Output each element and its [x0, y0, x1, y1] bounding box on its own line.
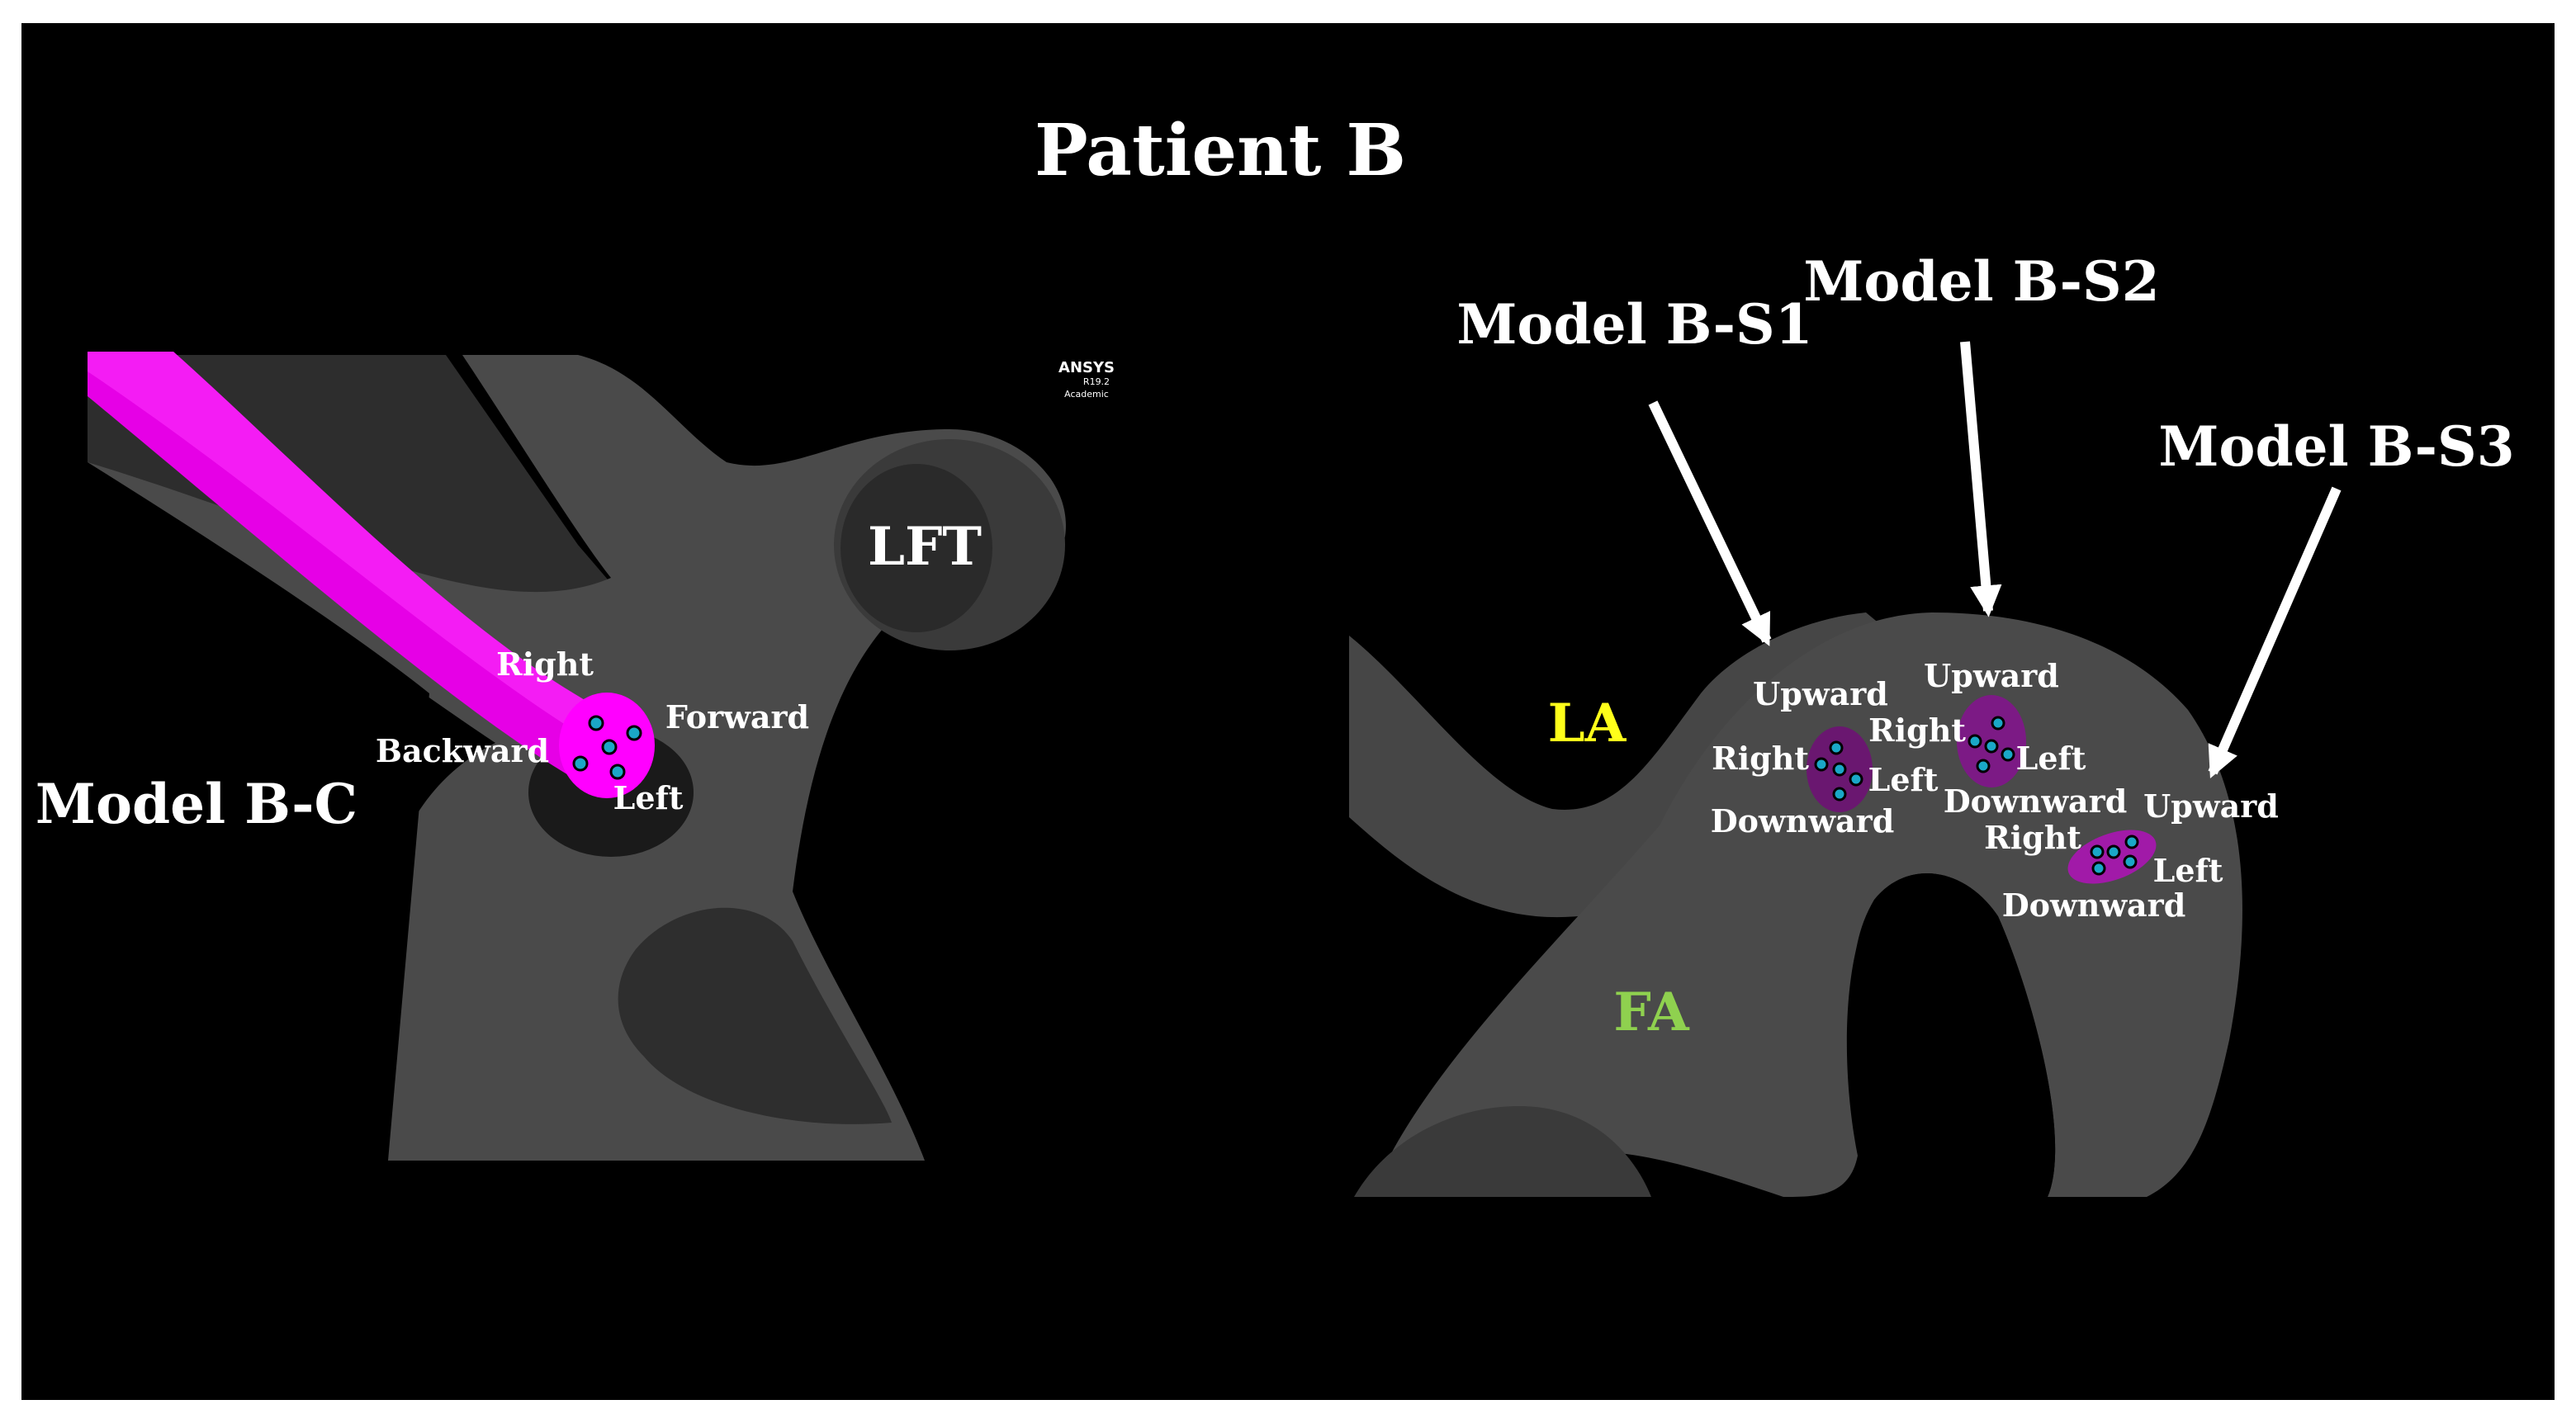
- figure-title: Patient B: [1035, 109, 1406, 192]
- vessel-label-lft: LFT: [868, 516, 982, 578]
- model-label-b-s1: Model B-S1: [1456, 292, 1812, 357]
- b-s2-direction-left: Left: [2016, 740, 2086, 777]
- vessel-model-b-c: [88, 352, 1066, 1161]
- model-label-b-s2: Model B-S2: [1803, 249, 2159, 314]
- b-s2-direction-right: Right: [1868, 712, 1966, 749]
- ansys-brand: ANSYS: [1058, 359, 1115, 376]
- marker-dots-b-s3: [2090, 835, 2139, 876]
- arrow-b-s2: [1960, 341, 2002, 617]
- b-s2-direction-downward: Downward: [1944, 783, 2128, 820]
- b-s1-direction-right: Right: [1712, 740, 1809, 777]
- b-s1-direction-downward: Downward: [1711, 802, 1895, 839]
- b-s3-direction-downward: Downward: [2002, 887, 2186, 924]
- marker-dots-b-c: [572, 715, 642, 780]
- b-s2-direction-upward: Upward: [1924, 657, 2059, 694]
- vessel-label-la: LA: [1548, 693, 1627, 754]
- ansys-watermark: ANSYS R19.2 Academic: [1058, 359, 1115, 400]
- ansys-edition: Academic: [1064, 389, 1109, 400]
- left-panel: LFT Right Backward Forward Left Model B-…: [36, 352, 1066, 1161]
- direction-forward: Forward: [665, 698, 809, 735]
- marker-dots-b-s2: [1968, 716, 2015, 773]
- right-panel: LA FA Model B-S1 Model B-S2 Model B-S3 U…: [1349, 249, 2515, 1197]
- ansys-version: R19.2: [1083, 376, 1110, 387]
- model-label-b-c: Model B-C: [36, 772, 358, 836]
- model-label-b-s3: Model B-S3: [2158, 414, 2514, 479]
- marker-dots-b-s1: [1814, 740, 1863, 802]
- b-s1-direction-left: Left: [1868, 761, 1939, 798]
- b-s3-direction-left: Left: [2153, 852, 2223, 889]
- arrow-b-s1: [1648, 400, 1772, 646]
- direction-backward: Backward: [376, 732, 549, 769]
- direction-left: Left: [613, 779, 684, 816]
- arrow-b-s3: [2208, 486, 2342, 779]
- b-s3-direction-right: Right: [1984, 819, 2081, 856]
- direction-right: Right: [496, 646, 594, 683]
- vessel-label-fa: FA: [1613, 981, 1690, 1043]
- b-s3-direction-upward: Upward: [2143, 787, 2279, 825]
- vessel-model-b-s: [1349, 612, 2242, 1197]
- b-s1-direction-upward: Upward: [1753, 675, 1888, 712]
